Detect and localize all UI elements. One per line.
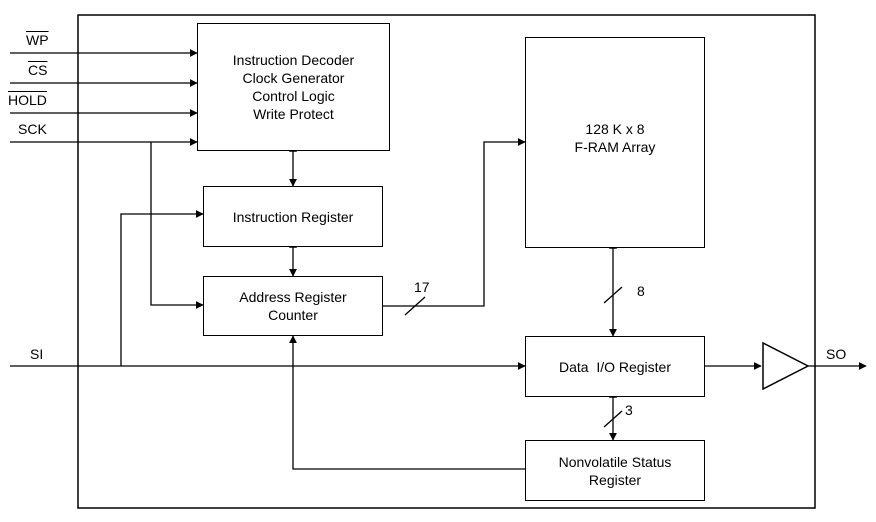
fram-array-line-2: F-RAM Array — [574, 139, 656, 155]
address-register-line-1: Address Register — [239, 289, 347, 305]
address-bus-width-label: 17 — [414, 279, 430, 295]
si-label: SI — [30, 346, 44, 362]
fram-array-line-1: 128 K x 8 — [585, 121, 645, 137]
so-label: SO — [826, 346, 847, 362]
data-bus-width-label: 8 — [637, 283, 645, 299]
data-io-register-label: Data I/O Register — [558, 358, 672, 375]
data-io-register-block: Data I/O Register — [525, 336, 705, 397]
chip-outline — [77, 14, 816, 509]
address-bus-slash — [404, 296, 426, 316]
status-bus-width-label: 3 — [625, 402, 633, 418]
output-buffer-triangle — [762, 341, 810, 391]
status-register-block: Nonvolatile Status Register — [525, 440, 705, 501]
fram-array-block: 128 K x 8 F-RAM Array — [525, 37, 705, 248]
address-register-line-2: Counter — [268, 307, 318, 323]
control-line-1: Instruction Decoder — [232, 52, 355, 68]
status-register-line-2: Register — [588, 471, 642, 488]
control-line-4: Write Protect — [253, 106, 334, 122]
cs-label: CS — [28, 62, 48, 78]
status-register-line-1: Nonvolatile Status — [558, 453, 672, 470]
instruction-register-label: Instruction Register — [232, 208, 354, 225]
control-logic-block: Instruction Decoder Clock Generator Cont… — [197, 23, 390, 151]
address-bus-line — [383, 138, 526, 307]
status-bus-slash — [603, 410, 623, 428]
hold-label: HOLD — [8, 92, 47, 108]
data-bus-slash — [603, 286, 623, 304]
wp-label: WP — [26, 32, 49, 48]
si-to-instruction-line — [120, 210, 204, 366]
sck-to-address-line — [150, 142, 204, 309]
address-register-block: Address Register Counter — [203, 276, 383, 336]
sck-label: SCK — [18, 121, 47, 137]
control-line-2: Clock Generator — [242, 70, 345, 86]
instruction-register-block: Instruction Register — [203, 186, 383, 247]
status-to-address-line — [289, 335, 525, 470]
control-line-3: Control Logic — [252, 88, 335, 104]
